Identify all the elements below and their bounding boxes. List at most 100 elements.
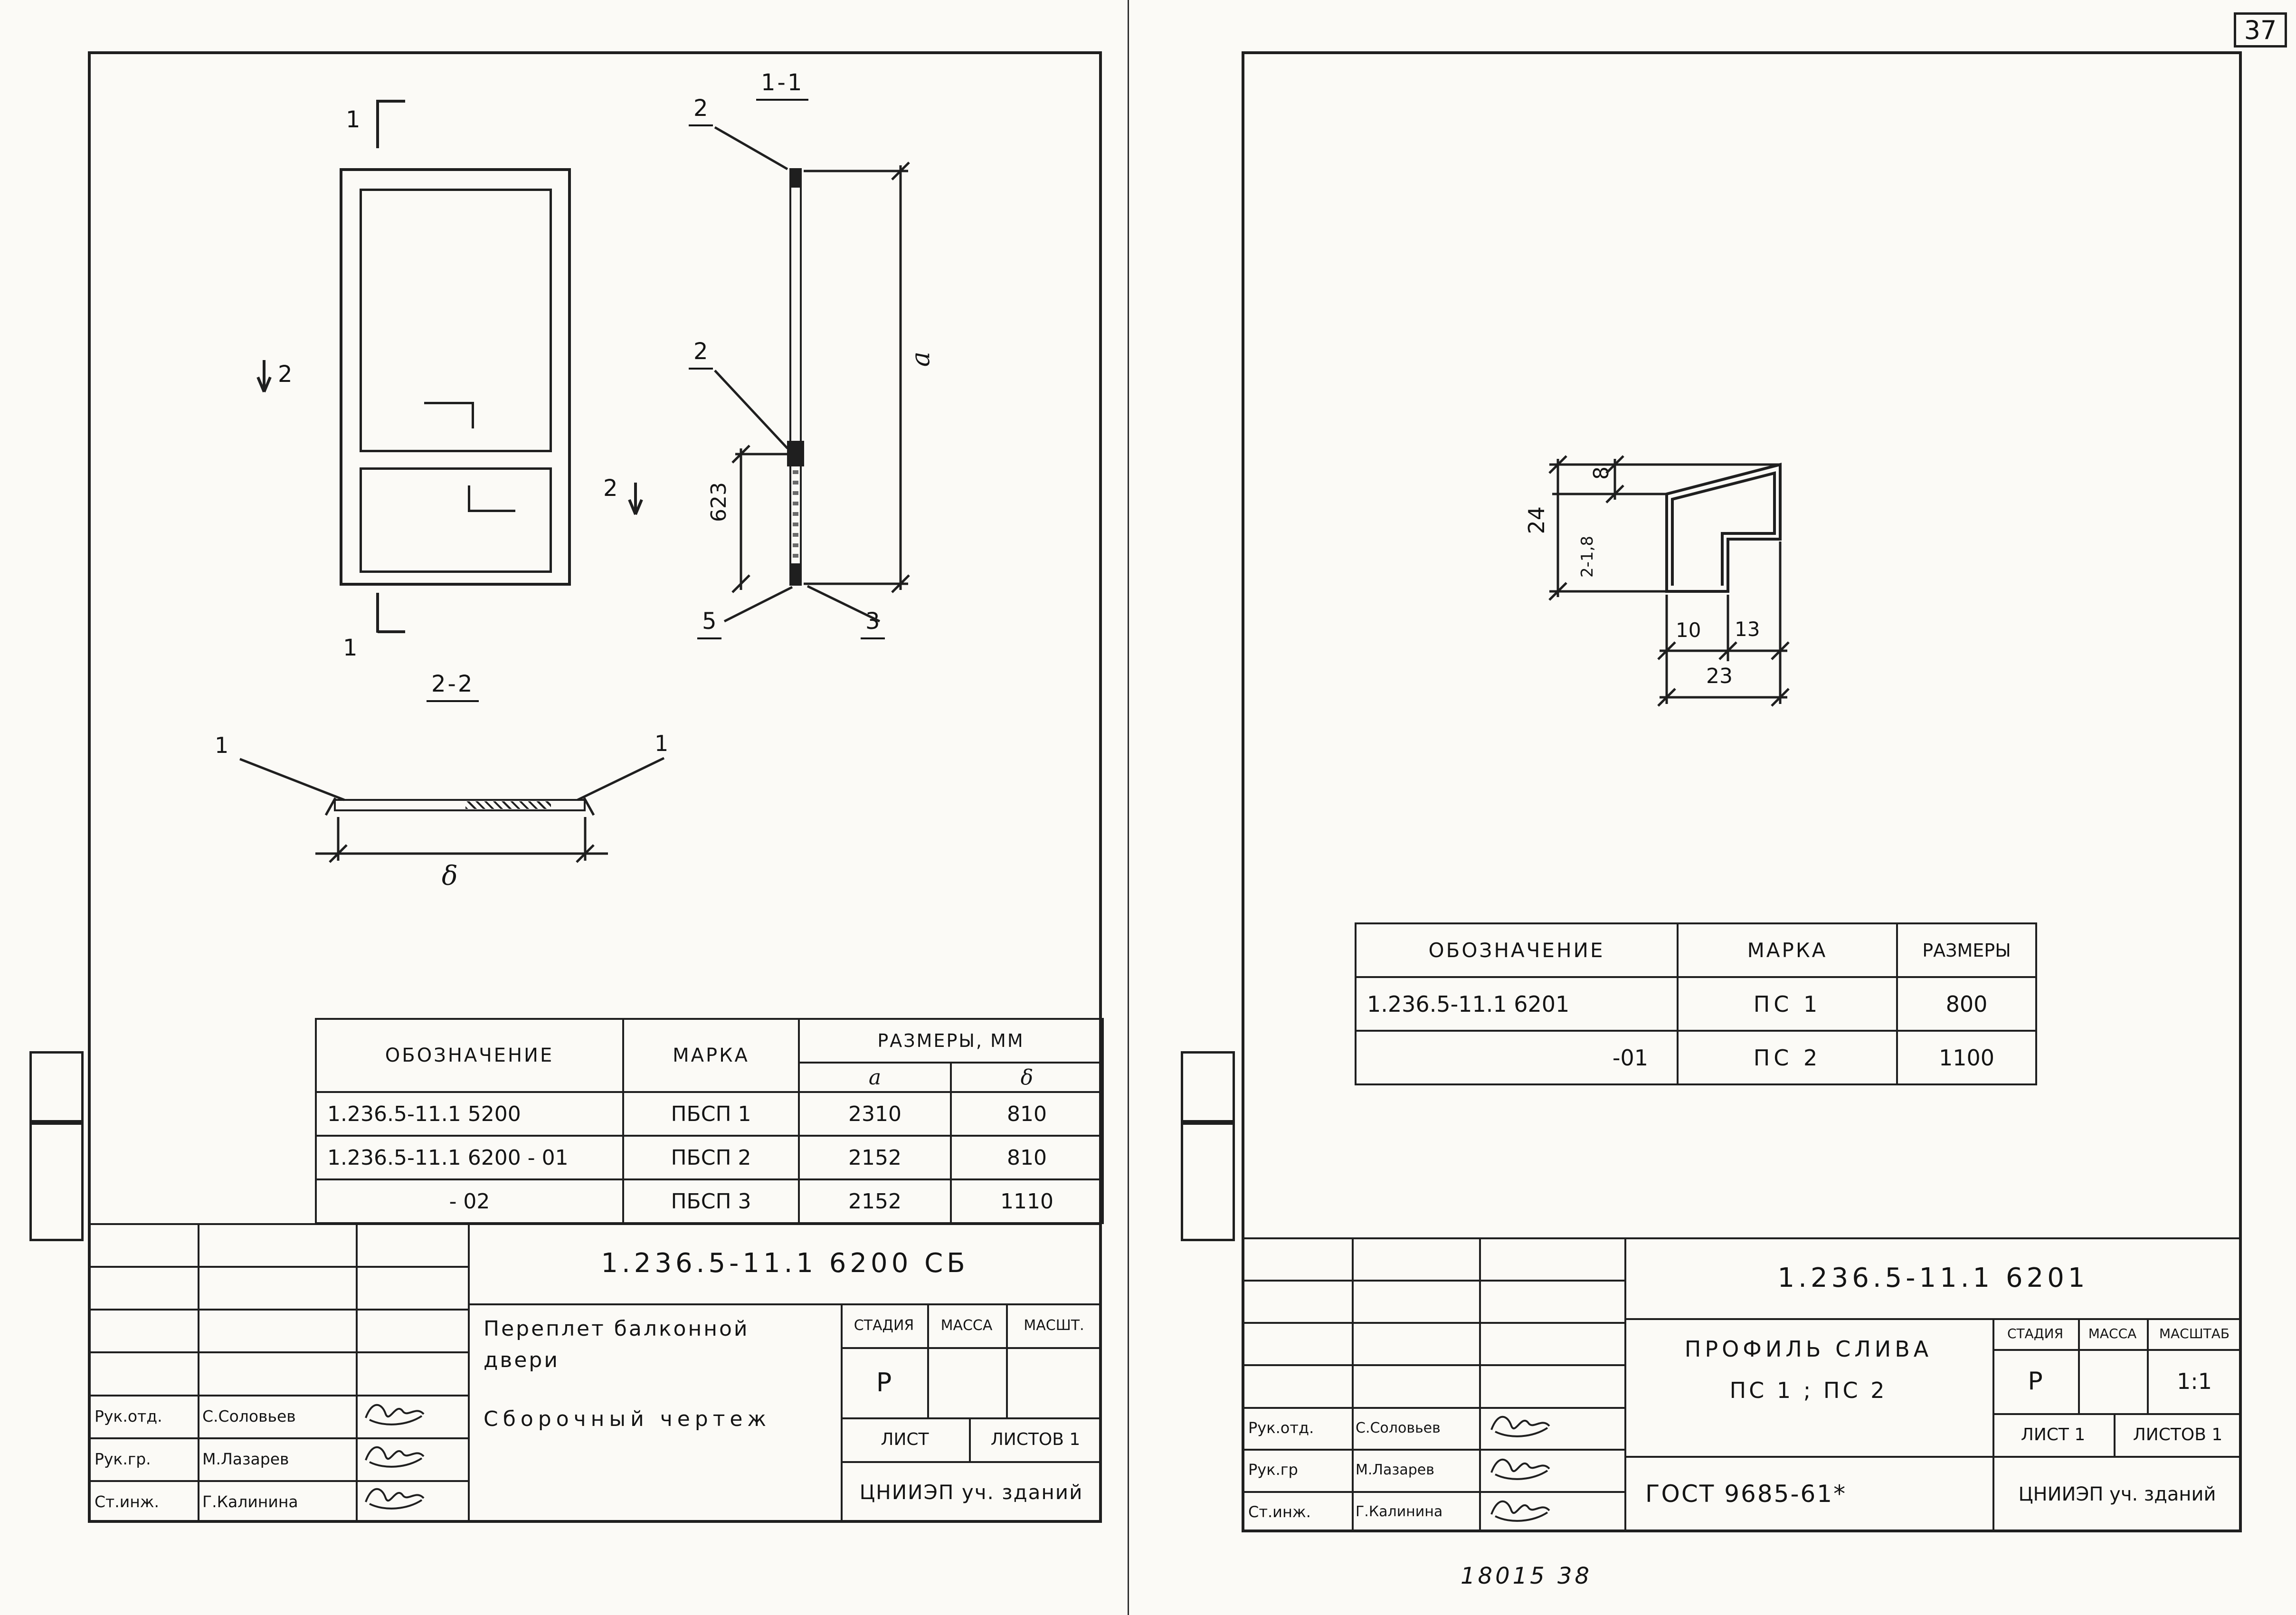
- cell-mark: ПБСП 2: [622, 1135, 800, 1180]
- left-spec-table: ОБОЗНАЧЕНИЕ МАРКА РАЗМЕРЫ, ММ a δ 1.236.…: [315, 1018, 1104, 1224]
- dim-label-a: a: [905, 352, 935, 367]
- title-block-line: [1352, 1237, 1354, 1532]
- dim-label-623: 623: [707, 482, 731, 522]
- table-row: -01 ПС 2 1100: [1355, 1030, 2037, 1085]
- sheet-label: ЛИСТ: [881, 1429, 929, 1449]
- title-block-line: [1479, 1237, 1481, 1532]
- scale-value: 1:1: [2176, 1368, 2212, 1394]
- title-block-line: [1624, 1237, 1626, 1532]
- cell-a: 2152: [798, 1135, 952, 1180]
- cell-mark: ПС 2: [1677, 1030, 1898, 1085]
- cell-designation: 1.236.5-11.1 6200 - 01: [315, 1135, 624, 1180]
- cell-designation: 1.236.5-11.1 6201: [1355, 976, 1679, 1032]
- title-block-line: [841, 1347, 1102, 1349]
- dim-label-8: 8: [1589, 466, 1613, 480]
- sheets-label: ЛИСТОВ 1: [2133, 1425, 2223, 1444]
- title-block-line: [88, 1480, 468, 1482]
- drawing-title-line2: двери: [484, 1348, 560, 1372]
- dim-label-23: 23: [1706, 664, 1733, 688]
- dim-label-10: 10: [1676, 618, 1701, 642]
- person-name: С.Соловьев: [202, 1406, 296, 1425]
- section-2-2-hatch: [465, 801, 551, 809]
- org-name: ЦНИИЭП уч. зданий: [2018, 1483, 2216, 1505]
- title-block-line: [841, 1461, 1102, 1463]
- fold-line: [1128, 0, 1129, 1615]
- title-block-line: [88, 1309, 468, 1311]
- title-block-line: [1624, 1318, 2242, 1320]
- sheet-label: ЛИСТ 1: [2021, 1425, 2086, 1444]
- sheets-label: ЛИСТОВ 1: [990, 1429, 1081, 1449]
- page-number: 37: [2244, 15, 2277, 45]
- gost-reference: ГОСТ 9685-61*: [1645, 1480, 1847, 1508]
- cell-delta: 1110: [950, 1178, 1104, 1224]
- title-block-line: [1242, 1491, 1624, 1493]
- section-marker-2-right: 2: [603, 475, 618, 502]
- col-header-mark: МАРКА: [1677, 922, 1898, 978]
- dim-label-delta: δ: [442, 861, 458, 892]
- stage-header: СТАДИЯ: [2007, 1326, 2064, 1341]
- page-number-box: 37: [2234, 12, 2287, 48]
- title-block-line: [841, 1303, 843, 1523]
- section-1-1-profile: [789, 168, 802, 586]
- callout-5: 5: [697, 608, 721, 639]
- title-block-line: [88, 1395, 468, 1396]
- col-header-delta: δ: [950, 1062, 1104, 1093]
- section-2-2-marker-1-right: 1: [655, 731, 669, 756]
- dim-label-24: 24: [1524, 506, 1549, 534]
- title-block-line: [1242, 1407, 1624, 1409]
- title-block-line: [88, 1351, 468, 1353]
- binding-tab: [1181, 1051, 1235, 1122]
- drawing-title-line1: Переплет балконной: [484, 1317, 750, 1341]
- title-block-line: [927, 1303, 929, 1417]
- person-name: Г.Калинина: [1356, 1503, 1443, 1520]
- stage-value: Р: [2028, 1367, 2043, 1396]
- section-2-2-marker-1-left: 1: [215, 732, 229, 758]
- binding-tab: [1181, 1122, 1235, 1241]
- cell-delta: 810: [950, 1135, 1104, 1180]
- callout-2-mid: 2: [689, 338, 713, 370]
- door-elevation-outline: [340, 168, 571, 586]
- title-block-line: [1992, 1349, 2242, 1351]
- title-block-line: [1006, 1303, 1008, 1417]
- cell-a: 2152: [798, 1178, 952, 1224]
- title-block-line: [1242, 1364, 1624, 1366]
- cell-mark: ПС 1: [1677, 976, 1898, 1032]
- cell-sizes: 1100: [1896, 1030, 2037, 1085]
- stage-value: Р: [876, 1367, 892, 1397]
- binding-tab: [29, 1051, 84, 1122]
- person-role: Рук.гр.: [95, 1449, 151, 1468]
- mass-header: МАССА: [2088, 1326, 2137, 1341]
- hinge-mark: [468, 485, 515, 512]
- section-marker-2-left: 2: [278, 361, 293, 388]
- mass-header: МАССА: [940, 1317, 993, 1334]
- drawing-title-line2: ПС 1 ; ПС 2: [1729, 1378, 1888, 1403]
- table-row: 1.236.5-11.1 6201 ПС 1 800: [1355, 976, 2037, 1032]
- title-block-line: [88, 1437, 468, 1439]
- cell-designation: - 02: [315, 1178, 624, 1224]
- cell-mark: ПБСП 1: [622, 1091, 800, 1137]
- title-block-line: [969, 1417, 971, 1461]
- title-block-line: [468, 1303, 1102, 1305]
- title-block-line: [198, 1223, 199, 1523]
- title-block-line: [841, 1417, 1102, 1419]
- person-name: Г.Калинина: [202, 1492, 298, 1511]
- col-header-mark: МАРКА: [622, 1018, 800, 1093]
- binding-tab: [29, 1122, 84, 1241]
- doc-number: 1.236.5-11.1 6201: [1777, 1262, 2089, 1293]
- title-block-line: [88, 1223, 1102, 1225]
- section-marker-1-top: 1: [346, 106, 361, 133]
- col-header-sizes: РАЗМЕРЫ: [1896, 922, 2037, 978]
- col-header-sizes: РАЗМЕРЫ, ММ: [798, 1018, 1104, 1064]
- cell-designation: -01: [1355, 1030, 1679, 1085]
- title-block-line: [88, 1266, 468, 1268]
- door-lower-panel: [360, 467, 552, 573]
- table-row: - 02 ПБСП 3 2152 1110: [315, 1178, 1104, 1224]
- hinge-mark: [424, 402, 474, 428]
- title-block-line: [1992, 1413, 2242, 1415]
- title-block-line: [1242, 1237, 2242, 1239]
- person-role: Рук.гр: [1248, 1461, 1298, 1479]
- doc-number: 1.236.5-11.1 6200 СБ: [601, 1248, 969, 1279]
- cell-a: 2310: [798, 1091, 952, 1137]
- title-block-line: [1242, 1280, 1624, 1282]
- person-role: Ст.инж.: [1248, 1502, 1311, 1521]
